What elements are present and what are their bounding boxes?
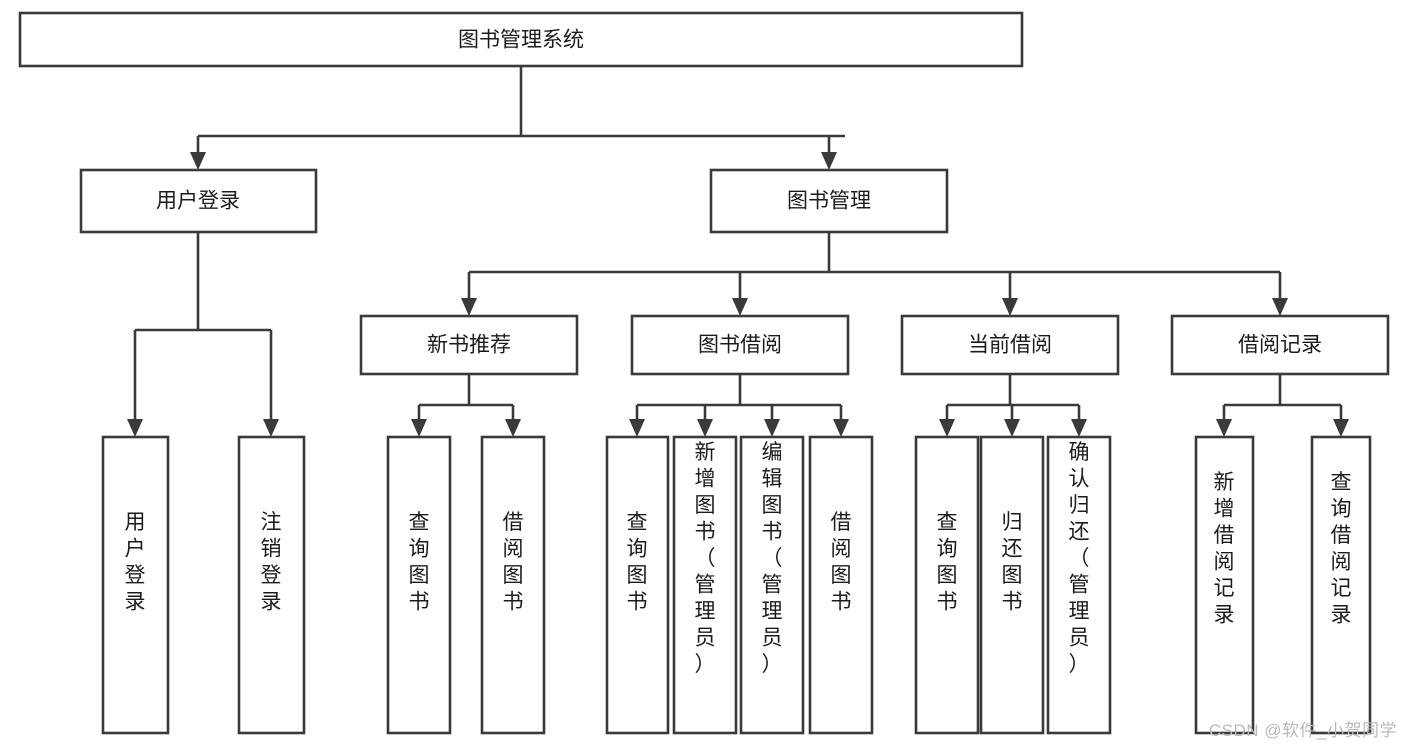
node-label-book-manage: 图书管理: [787, 190, 871, 213]
node-label-book-borrow: 图书借阅: [698, 334, 782, 357]
node-leaf-add-record[interactable]: 新增借阅记录: [1194, 435, 1255, 735]
node-leaf-user-login[interactable]: 用户登录: [101, 435, 170, 735]
node-leaf-query-book-2[interactable]: 查询图书: [605, 435, 670, 735]
node-current-borrow[interactable]: 当前借阅: [900, 314, 1120, 376]
node-book-borrow[interactable]: 图书借阅: [630, 314, 850, 376]
leaf-label-confirm-return: 确认归还（管理员）: [1069, 441, 1090, 676]
leaf-label-query-book-2: 查询图书: [627, 511, 648, 614]
node-book-management-system[interactable]: 图书管理系统: [18, 11, 1024, 68]
node-leaf-return-book[interactable]: 归还图书: [979, 435, 1045, 735]
node-borrow-record[interactable]: 借阅记录: [1170, 314, 1390, 376]
node-user-login[interactable]: 用户登录: [79, 168, 318, 234]
node-label-current-borrow: 当前借阅: [968, 334, 1052, 357]
connector-currentborrow-to-leaves: [939, 374, 1087, 437]
connector-bookmanage-to-level3: [461, 232, 1288, 316]
leaf-label-query-book-1: 查询图书: [409, 511, 430, 614]
node-label-user-login: 用户登录: [156, 190, 240, 213]
connector-borrowrecord-to-leaves: [1216, 374, 1349, 437]
node-leaf-add-book[interactable]: 新增图书（管理员）: [672, 435, 738, 735]
node-book-manage[interactable]: 图书管理: [709, 168, 949, 234]
connector-root-to-level2: [190, 66, 845, 170]
leaf-label-borrow-book-2: 借阅图书: [831, 511, 852, 614]
node-leaf-confirm-return[interactable]: 确认归还（管理员）: [1046, 435, 1112, 735]
node-leaf-borrow-book-2[interactable]: 借阅图书: [808, 435, 874, 735]
node-label-new-book-recommend: 新书推荐: [427, 334, 511, 357]
node-leaf-edit-book[interactable]: 编辑图书（管理员）: [739, 435, 805, 735]
node-leaf-query-book-3[interactable]: 查询图书: [914, 435, 980, 735]
csdn-watermark: CSDN @软件_小贺同学: [1208, 721, 1397, 740]
connector-bookborrow-to-leaves: [629, 374, 849, 437]
leaf-label-user-login: 用户登录: [125, 511, 146, 614]
node-leaf-logout-login[interactable]: 注销登录: [237, 435, 306, 735]
leaf-label-query-record: 查询借阅记录: [1331, 471, 1352, 627]
node-leaf-query-book-1[interactable]: 查询图书: [386, 435, 452, 735]
node-label-borrow-record: 借阅记录: [1238, 334, 1322, 357]
leaf-label-logout-login: 注销登录: [261, 511, 282, 614]
leaf-label-borrow-book-1: 借阅图书: [503, 511, 524, 614]
connector-newbook-to-leaves: [411, 374, 521, 437]
leaf-label-return-book: 归还图书: [1002, 511, 1023, 614]
leaf-label-query-book-3: 查询图书: [937, 511, 958, 614]
leaf-label-add-book: 新增图书（管理员）: [695, 441, 716, 676]
leaf-label-edit-book: 编辑图书（管理员）: [762, 441, 783, 676]
node-label-root: 图书管理系统: [458, 29, 584, 52]
connector-userlogin-to-leaves: [127, 232, 279, 437]
node-new-book-recommend[interactable]: 新书推荐: [359, 314, 579, 376]
node-leaf-borrow-book-1[interactable]: 借阅图书: [480, 435, 546, 735]
leaf-label-add-record: 新增借阅记录: [1214, 471, 1235, 627]
node-leaf-query-record[interactable]: 查询借阅记录: [1310, 435, 1372, 735]
